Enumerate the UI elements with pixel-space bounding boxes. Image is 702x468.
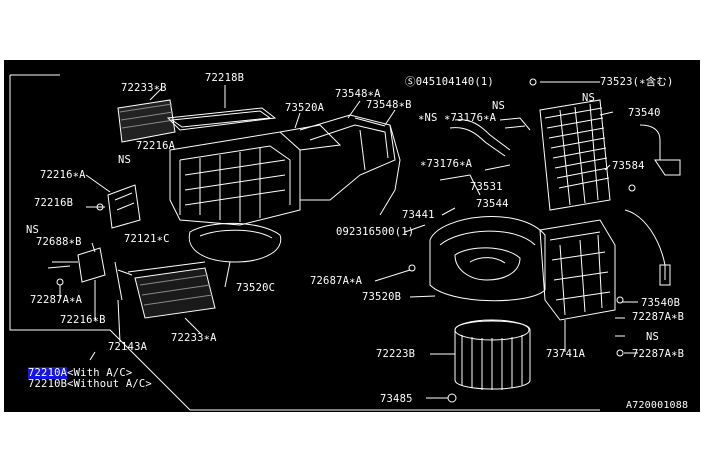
label-72233b[interactable]: 72233∗B [121, 82, 167, 94]
label-73520c[interactable]: 73520C [236, 282, 276, 294]
gasket-72218b [166, 107, 277, 131]
label-72216a[interactable]: 72216∗A [40, 169, 86, 181]
label-73531[interactable]: 73531 [470, 181, 503, 193]
label-092316500[interactable]: 092316500(1) [336, 226, 415, 238]
label-72223b[interactable]: 72223B [376, 348, 416, 360]
actuator-72216a [107, 184, 141, 229]
label-ns-bottom-right: NS [646, 331, 660, 343]
label-73441[interactable]: 73441 [402, 209, 435, 221]
label-73741a[interactable]: 73741A [546, 348, 586, 360]
label-73540[interactable]: 73540 [628, 107, 661, 119]
label-ns-left: NS [26, 224, 40, 236]
label-73584[interactable]: 73584 [612, 160, 645, 172]
sensor-73540 [654, 140, 681, 176]
screw-73485 [447, 393, 457, 403]
label-73176a-1[interactable]: ∗73176∗A [444, 112, 497, 124]
label-ns-top-mid: NS [492, 100, 506, 112]
bracket-72216b [77, 247, 106, 283]
label-72143a[interactable]: 72143A [108, 341, 148, 353]
blower-housing [429, 216, 546, 302]
label-72287a-right[interactable]: 72287A∗B [632, 311, 685, 323]
label-73520b[interactable]: 73520B [362, 291, 402, 303]
filter-72233a [134, 267, 216, 319]
label-73520a[interactable]: 73520A [285, 102, 325, 114]
diagram-id: A720001088 [626, 400, 689, 411]
label-72210b[interactable]: 72210B<Without A/C> [28, 378, 152, 390]
label-73548a[interactable]: 73548∗A [335, 88, 381, 100]
label-73540b[interactable]: 73540B [641, 297, 681, 309]
label-72287a-left[interactable]: 72287A∗A [30, 294, 83, 306]
link-72210a[interactable]: 72210A [28, 367, 68, 379]
label-72233a[interactable]: 72233∗A [171, 332, 217, 344]
blower-motor [454, 320, 531, 390]
label-72216b-bot[interactable]: 72216∗B [60, 314, 106, 326]
label-72687a[interactable]: 72687A∗A [310, 275, 363, 287]
label-73544[interactable]: 73544 [476, 198, 509, 210]
label-73176a-2[interactable]: ∗73176∗A [420, 158, 473, 170]
label-72210a[interactable]: 72210A<With A/C> [28, 367, 132, 379]
label-73523[interactable]: 73523(∗含む) [600, 76, 674, 88]
label-72287a-br[interactable]: 72287A∗B [632, 348, 685, 360]
label-ns-top-right: NS [582, 92, 596, 104]
frame-line [9, 75, 600, 411]
label-72688b[interactable]: 72688∗B [36, 236, 82, 248]
label-72218b[interactable]: 72218B [205, 72, 245, 84]
label-72210a-note: <With A/C> [67, 367, 133, 379]
case-73741a [539, 219, 616, 321]
label-72216b[interactable]: 72216B [34, 197, 74, 209]
intake-housing [169, 131, 301, 226]
label-045104140[interactable]: Ⓢ045104140(1) [405, 76, 494, 88]
label-73485[interactable]: 73485 [380, 393, 413, 405]
label-72216a-top[interactable]: 72216A [136, 140, 176, 152]
pipe-73176 [449, 119, 511, 157]
label-73548b[interactable]: 73548∗B [366, 99, 412, 111]
label-ns-73176: ∗NS [418, 112, 438, 124]
evaporator-core [539, 99, 611, 211]
label-ns-left-mid: NS [118, 154, 132, 166]
label-72121c[interactable]: 72121∗C [124, 233, 170, 245]
scroll-73520c [188, 222, 282, 263]
